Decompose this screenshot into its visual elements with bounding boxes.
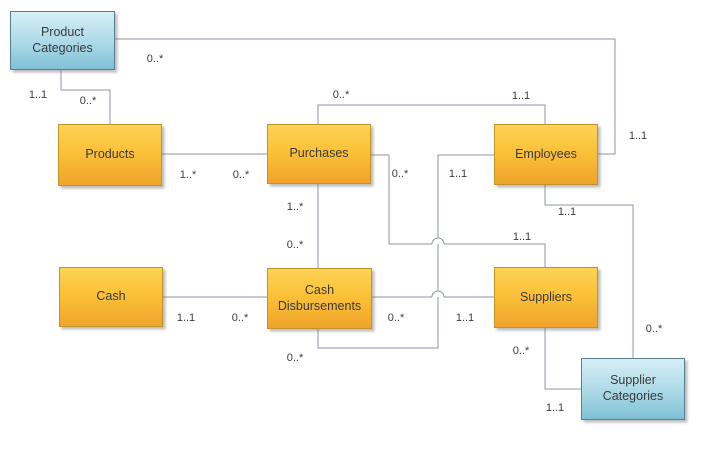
cardinality-product-categories-employees-from: 0..* [146,53,164,65]
cardinality-purchases-suppliers-to: 1..1 [512,231,532,243]
entity-label: Product Categories [32,24,93,55]
entity-label: Supplier Categories [602,373,664,403]
entity-suppliers: Suppliers [494,267,598,328]
connector-product-categories-products [60,70,111,124]
cardinality-cash-disbursements-employees-from: 0..* [286,352,304,364]
entity-label: Employees [515,146,577,161]
cardinality-cash-cash-disbursements-to: 0..* [231,312,249,324]
entity-supplier-categories: Supplier Categories [581,358,685,420]
line-hop [431,290,445,298]
cardinality-purchases-employees-to: 1..1 [511,90,531,102]
connector-cash-disbursements-employees [317,154,494,349]
entity-label: Cash [96,289,126,304]
cardinality-purchases-suppliers-from: 0..* [391,168,409,180]
entity-product-categories: Product Categories [10,11,115,70]
cardinality-cash-cash-disbursements-from: 1..1 [176,312,196,324]
entity-cash: Cash [59,267,163,327]
cardinality-purchases-cash-disbursements-to: 0..* [286,239,304,251]
entity-label: Purchases [289,146,349,161]
cardinality-cash-disbursements-employees-to: 1..1 [448,168,468,180]
entity-employees: Employees [494,124,598,185]
cardinality-employees-supplier-categories-to: 0..* [645,323,663,335]
entity-label: Products [85,147,135,162]
connector-purchases-suppliers [371,154,546,267]
line-hop [431,237,445,245]
cardinality-product-categories-products-to: 0..* [79,95,97,107]
entity-products: Products [58,124,162,186]
cardinality-suppliers-supplier-categories-from: 0..* [512,345,530,357]
entity-label: Suppliers [519,289,573,304]
cardinality-product-categories-employees-to: 1..1 [628,130,648,142]
cardinality-cash-disbursements-suppliers-from: 0..* [387,312,405,324]
entity-cash-disbursements: Cash Disbursements [267,268,372,329]
entity-purchases: Purchases [267,124,371,184]
cardinality-products-purchases-from: 1..* [179,169,197,181]
cardinality-product-categories-products-from: 1..1 [28,89,48,101]
cardinality-suppliers-supplier-categories-to: 1..1 [545,402,565,414]
cardinality-purchases-cash-disbursements-from: 1..* [286,201,304,213]
connector-suppliers-supplier-categories [544,328,581,390]
connector-employees-supplier-categories [544,185,634,358]
connector-product-categories-employees [115,38,616,155]
cardinality-employees-supplier-categories-from: 1..1 [557,206,577,218]
connector-purchases-employees [317,104,546,124]
cardinality-purchases-employees-from: 0..* [332,89,350,101]
cardinality-products-purchases-to: 0..* [232,169,250,181]
cardinality-cash-disbursements-suppliers-to: 1..1 [455,312,475,324]
entity-label: Cash Disbursements [277,282,362,313]
